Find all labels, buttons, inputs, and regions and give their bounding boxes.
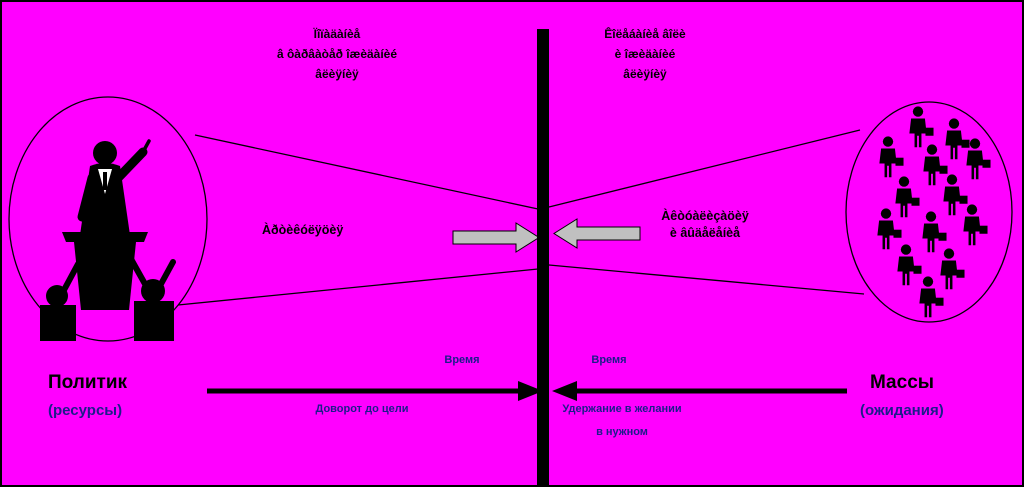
- gray-arrow-right-icon: [452, 222, 540, 253]
- person-icon: [895, 176, 920, 218]
- top-left-caption-line1: Ïîïàäàíèå: [313, 27, 361, 41]
- crowd-icon: [877, 106, 991, 318]
- person-icon: [919, 276, 944, 318]
- left-arrow-sub-label: Доворот до цели: [315, 403, 409, 415]
- person-icon: [943, 174, 968, 216]
- left-time-arrow-head-icon: [518, 381, 543, 401]
- mid-right-caption-line2: è âûäåëåíèå: [669, 226, 741, 240]
- top-left-caption-line2: â ôàðâàòåð îæèäàíèé: [276, 47, 398, 61]
- right-funnel-bottom-line: [548, 264, 865, 295]
- mid-right-caption: Àêòóàëèçàöèÿ è âûäåëåíèå: [645, 208, 765, 242]
- speaker-at-podium-icon: [40, 139, 176, 341]
- top-right-caption-line2: è îæèäàíèé: [614, 47, 676, 61]
- top-left-caption-line3: âëèÿíèÿ: [315, 67, 359, 81]
- left-funnel-top-line: [194, 134, 539, 210]
- left-time-label: Время: [444, 354, 480, 366]
- person-icon: [877, 208, 902, 250]
- top-right-caption-line3: âëèÿíèÿ: [623, 67, 667, 81]
- right-time-label: Время: [591, 354, 627, 366]
- right-lens-circle: [845, 101, 1013, 323]
- mid-right-caption-line1: Àêòóàëèçàöèÿ: [661, 209, 749, 223]
- right-arrow-sub-label-line1: Удержание в желании: [562, 403, 682, 415]
- right-time-arrow-head-icon: [552, 381, 577, 401]
- mid-left-caption: Àðòèêóëÿöèÿ: [262, 223, 344, 237]
- right-actor-title: Массы: [870, 372, 934, 393]
- right-actor-subtitle: (ожидания): [860, 402, 944, 419]
- person-icon: [897, 244, 922, 286]
- person-icon: [909, 106, 934, 148]
- right-funnel-top-line: [548, 129, 861, 208]
- center-divider-bar: [537, 29, 549, 485]
- top-left-caption: Ïîïàäàíèå â ôàðâàòåð îæèäàíèé âëèÿíèÿ: [242, 24, 432, 84]
- right-arrow-sub-label-line2: в нужном: [596, 426, 648, 438]
- left-funnel-bottom-line: [177, 268, 539, 306]
- person-icon: [940, 248, 965, 290]
- left-lens-circle: [8, 96, 208, 342]
- gray-arrow-left-icon: [553, 218, 641, 249]
- person-icon: [963, 204, 988, 246]
- left-actor-title: Политик: [48, 372, 128, 393]
- top-right-caption-line1: Êîëåáàíèå âîëè: [604, 27, 686, 41]
- person-icon: [945, 118, 970, 160]
- person-icon: [966, 138, 991, 180]
- person-icon: [879, 136, 904, 178]
- person-icon: [922, 211, 947, 253]
- person-icon: [923, 144, 948, 186]
- left-actor-subtitle: (ресурсы): [48, 402, 123, 419]
- top-right-caption: Êîëåáàíèå âîëè è îæèäàíèé âëèÿíèÿ: [560, 24, 730, 84]
